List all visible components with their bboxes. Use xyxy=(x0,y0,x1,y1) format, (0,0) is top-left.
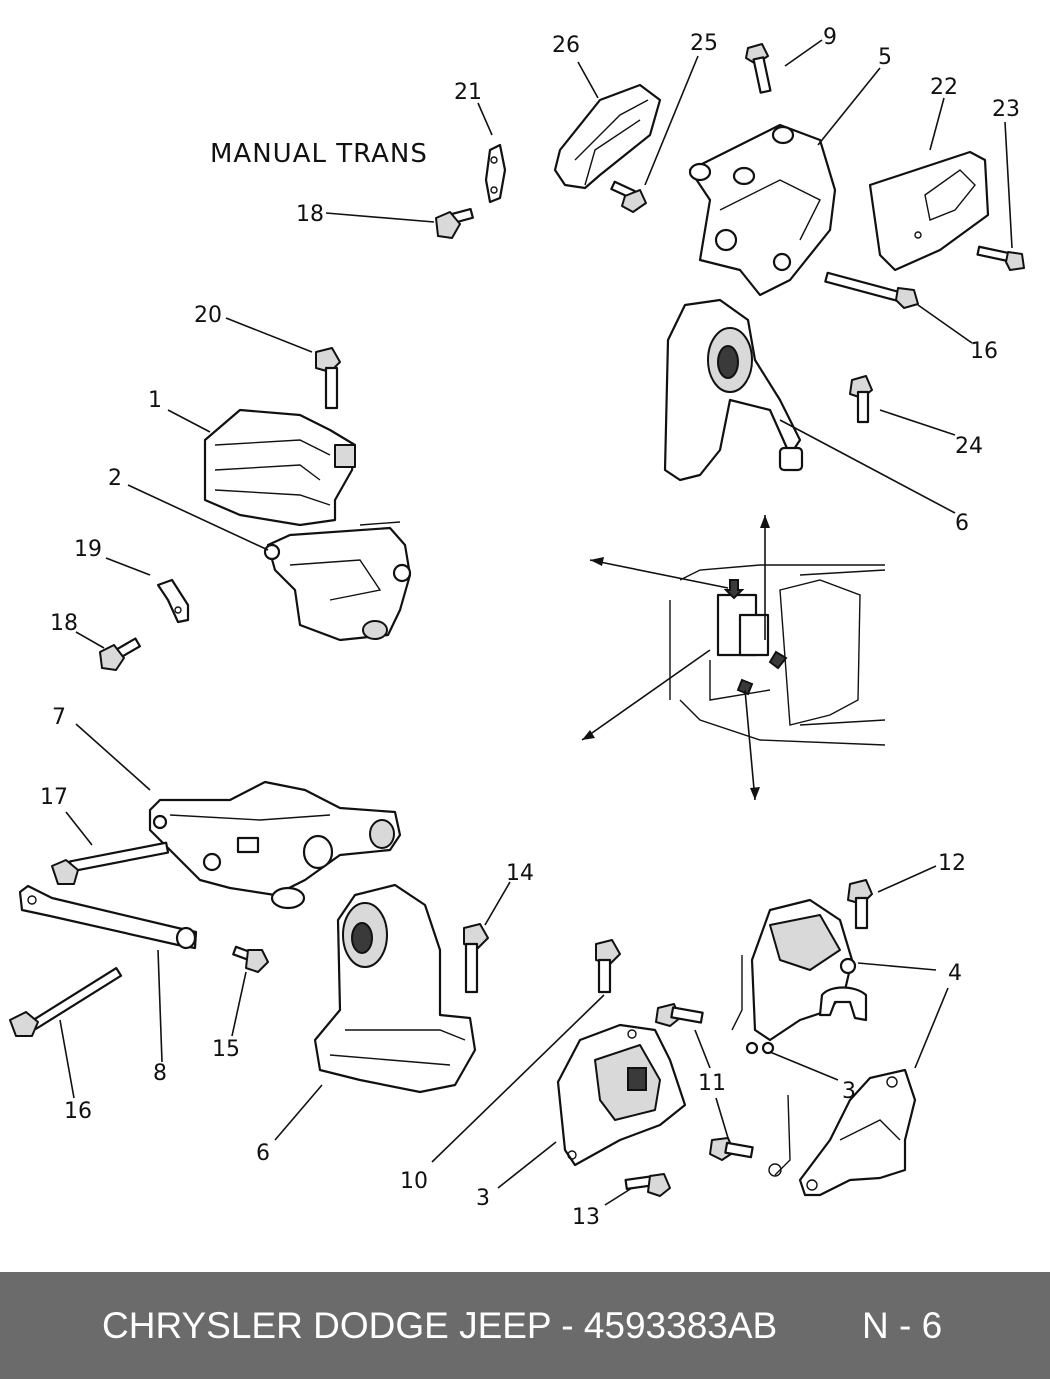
footer-bar: CHRYSLER DODGE JEEP - 4593383AB N - 6 xyxy=(0,1272,1050,1379)
part-5-transmission-bracket xyxy=(688,123,837,297)
callout-18-top: 18 xyxy=(296,202,324,227)
callout-2: 2 xyxy=(108,466,122,491)
callout-13: 13 xyxy=(572,1205,600,1230)
part-18-bolt-left xyxy=(99,637,141,671)
callout-9: 9 xyxy=(823,25,837,50)
part-16-long-bolt-upper xyxy=(824,271,919,309)
part-24-bolt xyxy=(849,375,873,424)
callout-10: 10 xyxy=(400,1169,428,1194)
callout-15: 15 xyxy=(212,1037,240,1062)
part-21-clip xyxy=(484,143,507,204)
footer-part-title: CHRYSLER DODGE JEEP - 4593383AB xyxy=(102,1304,778,1346)
callout-26: 26 xyxy=(552,33,580,58)
callout-20: 20 xyxy=(194,303,222,328)
callout-18-left: 18 xyxy=(50,611,78,636)
part-2-engine-bracket xyxy=(263,521,412,642)
callout-22: 22 xyxy=(930,75,958,100)
callout-7: 7 xyxy=(52,705,66,730)
callout-19: 19 xyxy=(74,537,102,562)
callout-24: 24 xyxy=(955,434,983,459)
callout-5: 5 xyxy=(878,45,892,70)
callout-3-right: 3 xyxy=(842,1079,856,1104)
part-16-long-bolt-lower xyxy=(9,967,123,1037)
part-1-engine-mount xyxy=(203,408,357,527)
part-6-lower-mount xyxy=(313,883,477,1094)
callout-8: 8 xyxy=(153,1061,167,1086)
part-19-clip xyxy=(156,578,190,624)
part-7-crossmember xyxy=(148,780,402,910)
part-11-bolts xyxy=(655,1003,754,1161)
part-3-mount-left xyxy=(556,1023,687,1167)
part-8-rod xyxy=(18,884,198,950)
callout-17: 17 xyxy=(40,785,68,810)
footer-page-code: N - 6 xyxy=(862,1304,943,1346)
part-6-upper-mount xyxy=(663,298,804,482)
manual-trans-heading: MANUAL TRANS xyxy=(210,139,428,169)
part-10-bolt xyxy=(595,939,621,994)
part-4-bracket-upper xyxy=(731,898,868,1055)
callout-12: 12 xyxy=(938,851,966,876)
callout-23: 23 xyxy=(992,97,1020,122)
callout-16-upper: 16 xyxy=(970,339,998,364)
callout-3-left: 3 xyxy=(476,1186,490,1211)
part-20-bolt xyxy=(315,347,341,410)
part-15-bolt xyxy=(232,945,269,973)
callout-6-upper: 6 xyxy=(955,511,969,536)
part-18-bolt-top xyxy=(435,207,474,239)
vehicle-location-inset xyxy=(581,515,886,801)
part-22-shield xyxy=(868,150,990,272)
callout-4: 4 xyxy=(948,961,962,986)
part-12-bolt xyxy=(847,879,873,930)
parts-diagram: MANUAL TRANS 26 25 9 5 22 xyxy=(9,25,1025,1230)
part-14-bolt xyxy=(463,923,489,994)
part-25-bolt xyxy=(610,180,647,213)
callout-16-lower: 16 xyxy=(64,1099,92,1124)
part-13-bolt xyxy=(624,1173,671,1197)
callout-21: 21 xyxy=(454,80,482,105)
callout-1: 1 xyxy=(148,388,162,413)
part-26-bracket xyxy=(553,83,662,190)
part-9-bolt xyxy=(745,43,772,94)
callout-25: 25 xyxy=(690,31,718,56)
callout-11: 11 xyxy=(698,1071,726,1096)
part-4-bracket-lower xyxy=(768,1068,917,1197)
part-17-bolt xyxy=(51,841,170,885)
part-23-bolt xyxy=(976,245,1025,271)
callout-6-lower: 6 xyxy=(256,1141,270,1166)
callout-14: 14 xyxy=(506,861,534,886)
